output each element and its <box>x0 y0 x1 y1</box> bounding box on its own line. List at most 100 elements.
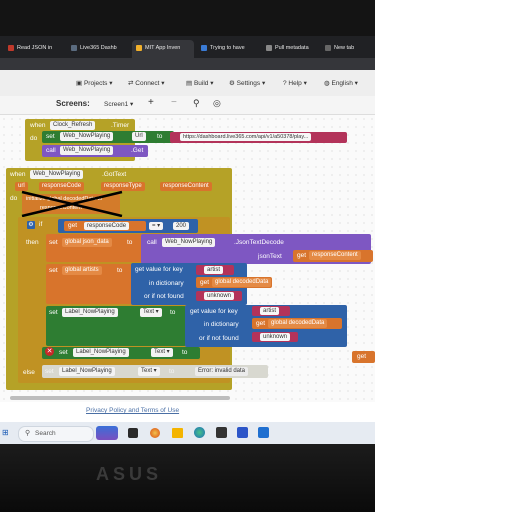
error-string[interactable]: Error: invalid data <box>195 367 249 376</box>
global-json-data-dropdown[interactable]: global json_data <box>62 238 112 247</box>
param-response-type[interactable]: responseType <box>101 182 145 191</box>
tab-favicon-icon <box>325 44 331 51</box>
param-response-content[interactable]: responseContent <box>160 182 212 191</box>
text-property-dropdown[interactable]: Text ▾ <box>151 348 173 357</box>
projects-label: Projects <box>83 80 108 87</box>
edge-browser-icon[interactable] <box>194 427 205 438</box>
text-property-dropdown[interactable]: Text ▾ <box>138 367 160 376</box>
share-icon[interactable]: ⚲ <box>193 98 200 108</box>
build-label: Build <box>193 80 209 87</box>
unknown-string[interactable]: unknown <box>204 292 235 300</box>
get-value-for-key-label: get value for key <box>135 266 183 273</box>
url-string-value[interactable]: https://dashboard.live365.com/api/v1/a50… <box>180 133 312 141</box>
address-bar[interactable] <box>0 58 375 70</box>
screen-selector-bar: Screens: Screen1 ▾ + − ⚲ ◎ <box>0 96 375 115</box>
response-content-dropdown[interactable]: responseContent <box>309 251 361 260</box>
connect-menu[interactable]: ⇄ Connect ▾ <box>128 80 165 87</box>
browser-tab[interactable]: New tab <box>321 40 373 58</box>
browser-tab-active[interactable]: MIT App Inven <box>132 40 194 58</box>
build-menu[interactable]: ▤ Build ▾ <box>186 80 214 87</box>
get-value-for-key-label: get value for key <box>190 308 238 315</box>
global-artists-dropdown[interactable]: global artists <box>62 266 102 275</box>
task-view-icon[interactable] <box>128 428 138 438</box>
windows-taskbar: ⊞ ⚲ Search <box>0 422 375 444</box>
global-decoded-data-dropdown[interactable]: global decodedData <box>268 319 328 328</box>
label-component-dropdown[interactable]: Label_NowPlaying <box>59 367 115 376</box>
in-dictionary-label: in dictionary <box>204 321 239 328</box>
outlook-icon[interactable] <box>258 427 269 438</box>
copilot-icon[interactable] <box>150 428 160 438</box>
set-keyword: set <box>49 239 58 246</box>
global-decoded-data-dropdown[interactable]: global decodedData <box>212 278 272 287</box>
set-keyword: set <box>45 368 54 375</box>
browser-tab[interactable]: Pull metadata <box>262 40 318 58</box>
to-keyword: to <box>170 309 176 316</box>
set-keyword: set <box>49 309 58 316</box>
response-code-dropdown[interactable]: responseCode <box>84 222 130 230</box>
url-property-dropdown[interactable]: Url <box>132 132 146 141</box>
screen-dropdown[interactable]: Screen1 ▾ <box>104 101 134 108</box>
settings-label: Settings <box>236 80 261 87</box>
unknown-string[interactable]: unknown <box>260 333 291 341</box>
get-partial-block[interactable] <box>352 351 375 363</box>
tab-label: Read JSON in <box>17 45 53 51</box>
artist-string[interactable]: artist <box>260 307 280 315</box>
search-icon: ⚲ <box>25 430 31 437</box>
equals-dropdown[interactable]: = ▾ <box>149 222 164 230</box>
to-keyword: to <box>127 239 133 246</box>
label-component-dropdown[interactable]: Label_NowPlaying <box>62 308 118 317</box>
if-keyword: if <box>39 221 43 228</box>
get-keyword: get <box>256 320 266 327</box>
blocks-workspace[interactable]: when Clock_Refresh .Timer do set Web_Now… <box>0 115 375 402</box>
web-component-dropdown[interactable]: Web_NowPlaying <box>60 132 114 141</box>
web-component-dropdown[interactable]: Web_NowPlaying <box>30 170 84 179</box>
remove-screen-button[interactable]: − <box>171 97 177 108</box>
json-decode-method: .JsonTextDecode <box>234 239 284 246</box>
help-menu[interactable]: ? Help ▾ <box>283 80 307 87</box>
tab-favicon-icon <box>201 44 207 51</box>
globe-icon[interactable]: ◎ <box>213 98 221 108</box>
asus-logo: ASUS <box>96 464 163 484</box>
language-label: English <box>331 80 353 87</box>
text-property-dropdown[interactable]: Text ▾ <box>140 308 162 317</box>
call-keyword: call <box>147 239 157 246</box>
app-icon[interactable] <box>237 427 248 438</box>
connect-label: Connect <box>135 80 160 87</box>
in-dictionary-label: in dictionary <box>149 280 184 287</box>
label-component-dropdown[interactable]: Label_NowPlaying <box>73 348 129 357</box>
clock-component-dropdown[interactable]: Clock_Refresh <box>50 121 96 130</box>
web-component-dropdown[interactable]: Web_NowPlaying <box>60 146 114 155</box>
taskbar-search-box[interactable]: ⚲ Search <box>18 426 94 442</box>
do-keyword: do <box>30 135 38 142</box>
gear-icon[interactable]: ⚙ <box>27 221 35 229</box>
widgets-icon[interactable] <box>96 426 118 440</box>
app-toolbar: ▣ Projects ▾ ⇄ Connect ▾ ▤ Build ▾ ⚙ Set… <box>0 70 375 97</box>
file-explorer-icon[interactable] <box>172 428 183 438</box>
to-keyword: to <box>169 368 175 375</box>
browser-tab-bar: Read JSON in Live365 Dashb MIT App Inven… <box>0 36 375 58</box>
error-icon[interactable]: ✕ <box>45 347 54 356</box>
when-keyword: when <box>30 122 46 129</box>
privacy-link[interactable]: Privacy Policy and Terms of Use <box>86 407 180 414</box>
number-200[interactable]: 200 <box>173 222 190 230</box>
language-menu[interactable]: ◍ English ▾ <box>324 80 358 87</box>
workspace-scrollbar[interactable] <box>10 396 230 400</box>
to-keyword: to <box>157 133 163 140</box>
if-not-found-label: or if not found <box>199 335 239 342</box>
browser-tab[interactable]: Trying to have <box>197 40 259 58</box>
to-keyword: to <box>182 349 188 356</box>
browser-tab[interactable]: Read JSON in <box>4 40 64 58</box>
else-keyword: else <box>23 369 35 376</box>
settings-menu[interactable]: ⚙ Settings ▾ <box>229 80 266 87</box>
param-url[interactable]: url <box>15 182 28 191</box>
web-component-dropdown[interactable]: Web_NowPlaying <box>162 238 216 247</box>
laptop-bezel: ASUS <box>0 444 375 512</box>
store-icon[interactable] <box>216 427 227 438</box>
tab-label: Pull metadata <box>275 45 309 51</box>
browser-tab[interactable]: Live365 Dashb <box>67 40 129 58</box>
param-response-code[interactable]: responseCode <box>39 182 85 191</box>
windows-start-icon[interactable]: ⊞ <box>2 428 9 437</box>
add-screen-button[interactable]: + <box>148 97 154 108</box>
artist-string[interactable]: artist <box>204 266 224 274</box>
projects-menu[interactable]: ▣ Projects ▾ <box>76 80 113 87</box>
